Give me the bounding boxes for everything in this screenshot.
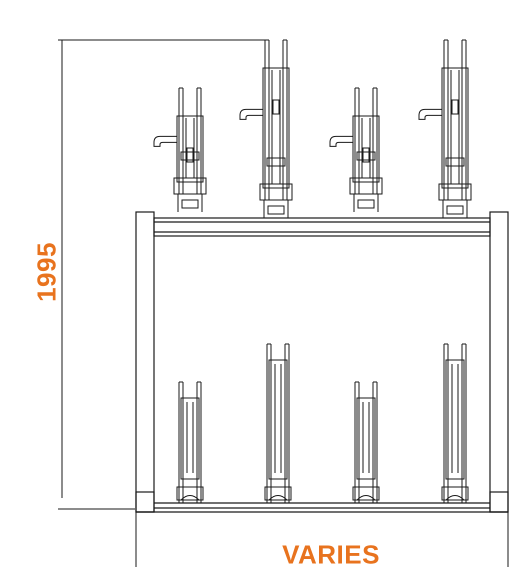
tray-handle <box>418 108 442 120</box>
tray-carriage <box>441 67 469 189</box>
tray-handle <box>239 108 263 120</box>
upper-tray-2 <box>239 39 293 218</box>
lower-tier <box>176 343 469 503</box>
carriage-slider <box>445 157 465 167</box>
foot-arc <box>356 495 376 501</box>
carriage-lock <box>186 147 194 163</box>
right-foot <box>489 491 509 513</box>
bracket-pivot <box>357 199 375 209</box>
left-post <box>135 211 155 513</box>
tray-carriage <box>352 115 380 183</box>
tray-foot <box>176 486 204 501</box>
bracket-pivot <box>446 205 464 215</box>
width-dimension-label: VARIES <box>282 539 380 570</box>
tray-foot <box>352 486 380 501</box>
lower-tray-3 <box>352 381 380 503</box>
tray-handle <box>153 135 177 147</box>
foot-arc <box>268 495 288 501</box>
lower-tray-2 <box>264 343 292 503</box>
foot-arc <box>445 495 465 501</box>
lower-tray-1 <box>176 381 204 503</box>
carriage-slider <box>356 151 376 161</box>
dimension-lines <box>58 39 509 567</box>
lower-tray-4 <box>441 343 469 503</box>
tray-handle <box>329 135 353 147</box>
carriage-slider <box>266 157 286 167</box>
left-foot <box>135 491 155 513</box>
height-dimension-label: 1995 <box>31 242 62 302</box>
rack-frame <box>135 211 509 513</box>
tray-carriage <box>262 67 290 189</box>
upper-tray-4 <box>418 39 472 218</box>
tray-channel <box>445 359 465 480</box>
tray-bracket <box>259 183 293 201</box>
upper-tray-1 <box>153 87 207 212</box>
carriage-lock <box>451 99 459 115</box>
tray-carriage <box>176 115 204 183</box>
upper-tray-3 <box>329 87 383 212</box>
bracket-pivot <box>181 199 199 209</box>
bracket-pivot <box>267 205 285 215</box>
upper-tier <box>153 39 472 218</box>
tray-bracket <box>349 177 383 195</box>
tray-channel <box>180 397 200 480</box>
tray-foot <box>264 486 292 501</box>
right-post <box>489 211 509 513</box>
tray-foot <box>441 486 469 501</box>
foot-arc <box>180 495 200 501</box>
top-beam <box>153 217 491 237</box>
tray-bracket <box>173 177 207 195</box>
carriage-slider <box>180 151 200 161</box>
carriage-lock <box>272 99 280 115</box>
tray-bracket <box>438 183 472 201</box>
carriage-lock <box>362 147 370 163</box>
tray-channel <box>356 397 376 480</box>
tray-channel <box>268 359 288 480</box>
